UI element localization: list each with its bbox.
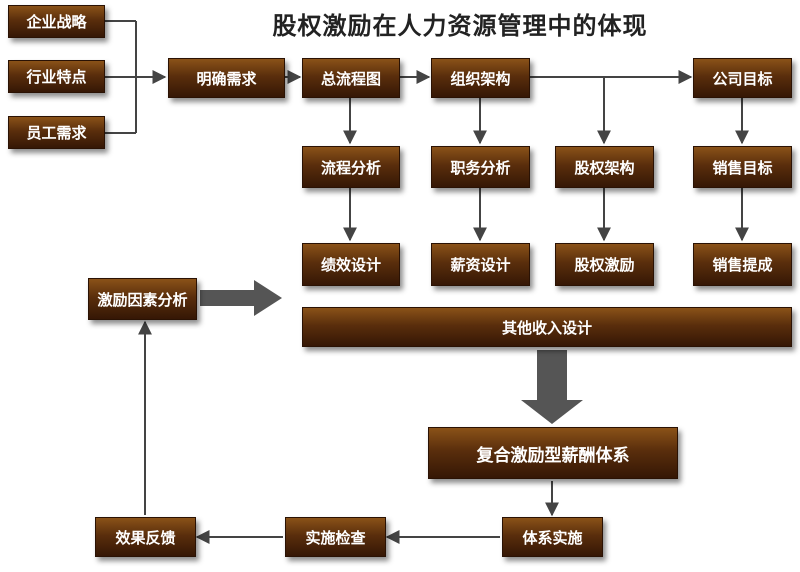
node-company-goal: 公司目标 — [693, 58, 792, 98]
node-clarify-needs: 明确需求 — [168, 58, 285, 98]
node-employee-needs: 员工需求 — [8, 116, 105, 149]
node-system-implementation: 体系实施 — [502, 517, 603, 557]
node-org-structure: 组织架构 — [431, 58, 530, 98]
node-implementation-check: 实施检查 — [285, 517, 386, 557]
diagram-title: 股权激励在人力资源管理中的体现 — [272, 12, 648, 40]
node-sales-commission: 销售提成 — [693, 243, 792, 286]
node-effect-feedback: 效果反馈 — [95, 517, 196, 557]
node-company-strategy: 企业战略 — [8, 5, 105, 38]
node-other-income-design: 其他收入设计 — [302, 307, 792, 347]
node-performance-design: 绩效设计 — [302, 243, 400, 286]
node-incentive-factor-analysis: 激励因素分析 — [88, 278, 197, 320]
node-overall-flowchart: 总流程图 — [302, 58, 400, 98]
node-process-analysis: 流程分析 — [302, 146, 400, 188]
node-job-analysis: 职务分析 — [431, 146, 530, 188]
node-composite-pay-system: 复合激励型薪酬体系 — [428, 427, 678, 479]
node-industry-traits: 行业特点 — [8, 60, 105, 93]
node-salary-design: 薪资设计 — [431, 243, 530, 286]
node-equity-structure: 股权架构 — [555, 146, 654, 188]
node-equity-incentive: 股权激励 — [555, 243, 654, 286]
node-sales-target: 销售目标 — [693, 146, 792, 188]
